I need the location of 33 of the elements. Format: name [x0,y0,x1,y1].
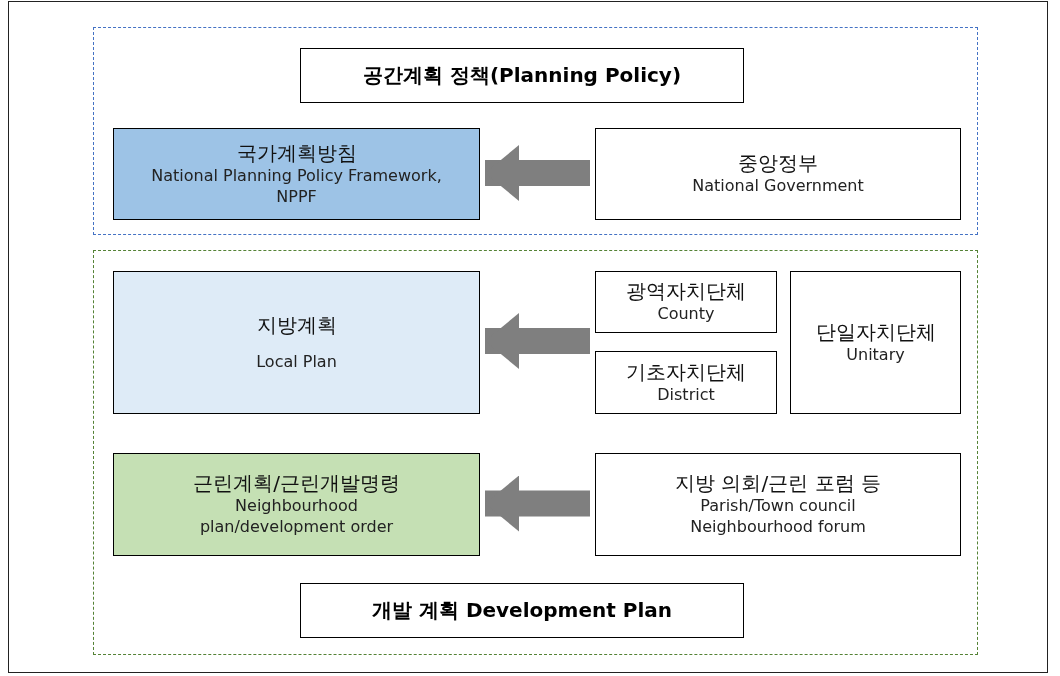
plan-box [113,271,480,414]
authority-box [595,453,961,556]
korean-label: 국가계획방침 [236,140,357,166]
korean-label: 지방계획 [256,312,337,338]
korean-label: 기초자치단체 [626,359,746,385]
english-label: National Government [692,176,864,197]
korean-label: 단일자치단체 [815,319,936,345]
english-label: Local Plan [256,351,337,373]
authority-box [790,271,961,414]
english-label: County [657,304,715,325]
block-arrow [485,475,590,532]
english-label: Unitary [846,344,905,366]
title-box [300,583,744,638]
block-arrow [485,313,590,369]
authority-box [595,351,777,414]
section-title: 공간계획 정책(Planning Policy) [362,62,682,89]
english-label: National Planning Policy Framework, NPPF [150,165,443,208]
english-label: District [657,384,715,406]
english-label: Neighbourhood plan/development order [198,496,395,538]
korean-label: 중앙정부 [738,151,818,177]
plan-box [113,453,480,556]
authority-box [595,271,777,333]
korean-label: 광역자치단체 [626,279,746,305]
section-title: 개발 계획 Development Plan [372,597,672,624]
title-box [300,48,744,103]
korean-label: 근린계획/근린개발명령 [193,471,400,497]
authority-box [595,128,961,220]
english-label: Parish/Town council Neighbourhood forum [689,496,867,538]
block-arrow [485,145,590,201]
korean-label: 지방 의회/근린 포럼 등 [675,471,881,497]
dashed-group-frame [93,27,978,235]
plan-box [113,128,480,220]
dashed-group-frame [93,250,978,655]
